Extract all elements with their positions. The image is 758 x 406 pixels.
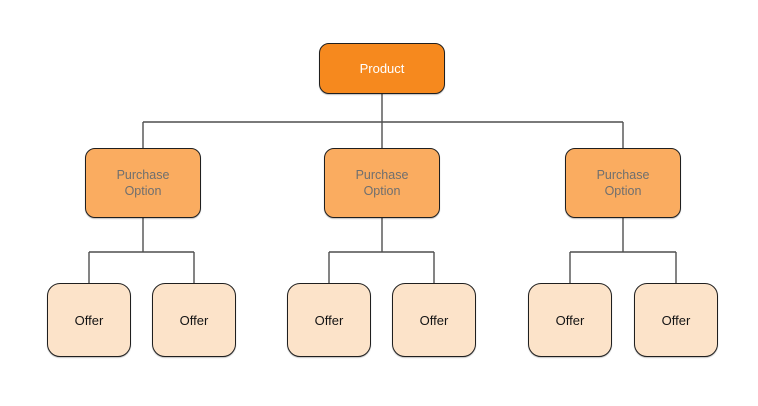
node-purchase-option-1: Purchase Option <box>85 148 201 218</box>
node-product: Product <box>319 43 445 94</box>
node-label: Offer <box>74 312 104 328</box>
node-label: Offer <box>419 312 449 328</box>
connector-product-bus <box>142 94 624 148</box>
node-label: Offer <box>314 312 344 328</box>
connector-po1-offers <box>88 218 195 283</box>
node-label: Offer <box>179 312 209 328</box>
node-offer-2-1: Offer <box>287 283 371 357</box>
node-label: Purchase Option <box>355 168 409 198</box>
node-offer-2-2: Offer <box>392 283 476 357</box>
node-offer-3-1: Offer <box>528 283 612 357</box>
node-label: Purchase Option <box>116 168 170 198</box>
node-offer-1-1: Offer <box>47 283 131 357</box>
node-label: Offer <box>555 312 585 328</box>
connector-po2-offers <box>328 218 435 283</box>
node-purchase-option-3: Purchase Option <box>565 148 681 218</box>
node-purchase-option-2: Purchase Option <box>324 148 440 218</box>
connector-po3-offers <box>569 218 677 283</box>
node-label: Product <box>359 61 405 76</box>
node-label: Purchase Option <box>596 168 650 198</box>
node-label: Offer <box>661 312 691 328</box>
node-offer-1-2: Offer <box>152 283 236 357</box>
node-offer-3-2: Offer <box>634 283 718 357</box>
